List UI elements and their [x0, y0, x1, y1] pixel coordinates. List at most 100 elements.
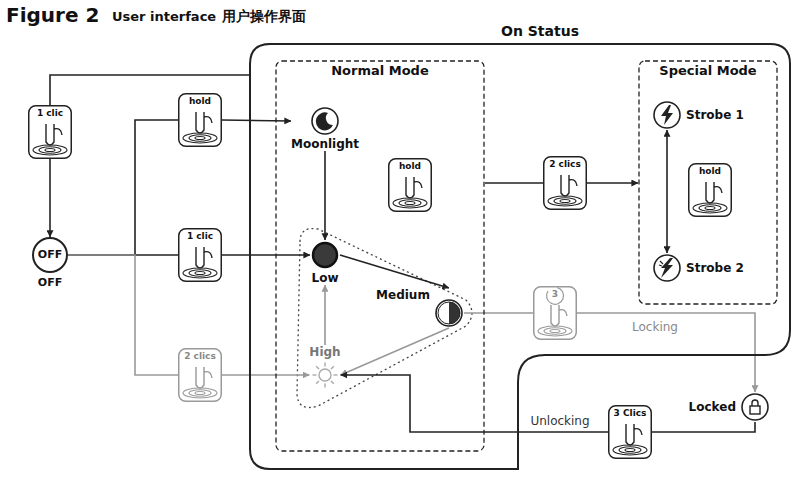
click-label: 2 clics	[548, 159, 582, 170]
press-ring	[183, 133, 217, 143]
finger-symbol	[626, 424, 642, 445]
header-label: User interface	[112, 9, 216, 24]
state-label: OFF	[38, 276, 62, 290]
off-node: OFF OFF	[32, 237, 68, 290]
press-ring	[33, 145, 67, 155]
click-label: 1 clic	[183, 231, 217, 242]
press-ring	[189, 135, 211, 141]
finger-symbol	[706, 182, 722, 203]
sun-ray	[312, 374, 316, 375]
mode-symbol	[310, 360, 340, 390]
mode-label: Strobe 1	[686, 108, 744, 122]
mode-node: High	[309, 345, 340, 390]
mode-label: Low	[312, 271, 339, 285]
button-frame	[179, 349, 222, 402]
button-frame	[609, 406, 652, 459]
icon-circle	[654, 255, 680, 281]
press-ring	[189, 390, 211, 396]
mode-label: Moonlight	[291, 137, 359, 151]
finger-symbol	[551, 305, 567, 326]
mode-node: Low	[310, 240, 340, 285]
off-circle	[33, 238, 67, 272]
button-icon: 2 clics	[178, 348, 222, 402]
header-label: 用户操作界面	[222, 8, 306, 26]
press-ring	[183, 268, 217, 278]
click-label: hold	[393, 161, 427, 172]
icon-circle	[436, 300, 462, 326]
group-heading: Normal Mode	[275, 63, 485, 79]
button-icon: 3 Clics	[608, 405, 652, 459]
figure-title: Figure 2	[6, 3, 99, 27]
press-ring	[548, 196, 582, 206]
connector	[324, 285, 326, 345]
press-ring	[195, 392, 205, 395]
press-ring	[538, 326, 572, 336]
sun-ray	[324, 384, 325, 388]
press-ring	[560, 200, 570, 203]
connector	[464, 312, 533, 314]
button-frame	[544, 157, 587, 210]
mode-group: Normal ModeMoonlight holdLowMediumHigh	[275, 60, 485, 452]
moon-symbol	[316, 112, 333, 130]
icon-circle	[312, 108, 338, 134]
click-label: 1 clic	[33, 108, 67, 119]
mode-label: Locked	[689, 400, 736, 414]
press-ring	[550, 330, 560, 333]
press-ring	[705, 207, 715, 210]
press-ring	[405, 202, 415, 205]
connector	[68, 255, 178, 375]
connector	[49, 159, 51, 237]
connector	[222, 254, 310, 256]
press-ring	[393, 198, 427, 208]
press-ring	[699, 205, 721, 211]
connector	[324, 151, 326, 240]
region-heading: On Status	[290, 22, 790, 40]
click-label: hold	[183, 96, 217, 107]
icon-circle	[319, 369, 331, 381]
connector	[222, 120, 291, 121]
bolt-symbol	[661, 105, 673, 125]
sun-ray	[333, 374, 337, 375]
mode-label: High	[309, 345, 340, 359]
mode-symbol	[310, 106, 340, 136]
button-icon: 2 clics	[543, 156, 587, 210]
press-ring	[554, 198, 576, 204]
mode-node: Moonlight	[291, 106, 359, 151]
mode-node: Strobe 1	[650, 100, 744, 130]
click-label: 3	[538, 289, 572, 300]
mode-label: Strobe 2	[686, 261, 744, 275]
click-label: 2 clics	[183, 351, 217, 362]
mode-node: Strobe 2	[650, 253, 744, 283]
mode-node: Locked	[689, 392, 770, 422]
finger-symbol	[406, 177, 422, 198]
button-icon: 1 clic	[178, 228, 222, 282]
finger-symbol	[196, 367, 212, 388]
connector	[222, 374, 309, 376]
connector	[666, 130, 668, 253]
button-icon: hold	[688, 163, 732, 217]
finger-symbol	[196, 112, 212, 133]
edge-label: Locking	[630, 320, 680, 334]
sun-ray	[324, 363, 325, 367]
press-ring	[183, 388, 217, 398]
off-label: OFF	[32, 237, 68, 273]
press-ring	[619, 447, 641, 453]
mode-group: Special ModeStrobe 1holdStrobe 2	[638, 60, 778, 305]
press-ring	[399, 200, 421, 206]
cycle-triangle	[297, 229, 472, 408]
press-ring	[544, 328, 566, 334]
finger-symbol	[196, 247, 212, 268]
button-frame	[179, 229, 222, 282]
press-ring	[613, 445, 647, 455]
sun-ray	[316, 381, 319, 384]
press-ring	[693, 203, 727, 213]
button-frame	[534, 287, 577, 340]
button-icon: hold	[178, 93, 222, 147]
press-ring	[625, 449, 635, 452]
mode-label: Medium	[376, 288, 430, 302]
connector	[485, 182, 543, 184]
click-label: 3 Clics	[613, 408, 647, 419]
connector	[340, 255, 449, 288]
half-symbol	[449, 302, 460, 324]
